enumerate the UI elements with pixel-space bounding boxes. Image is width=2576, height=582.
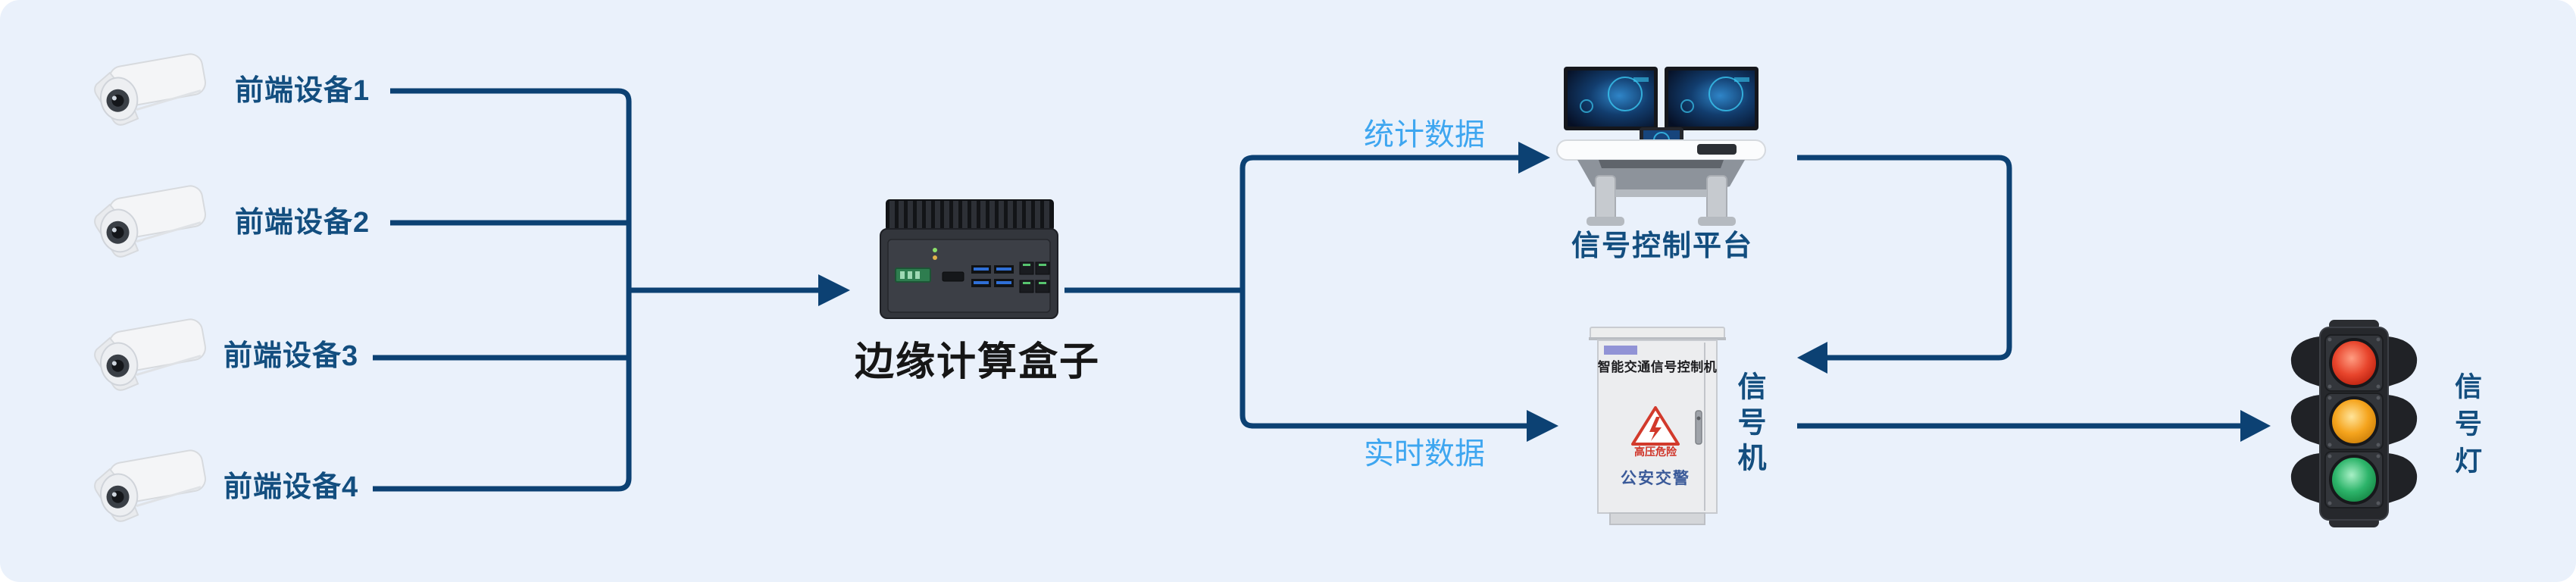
signal-controller-label: 信号机 — [1733, 371, 1765, 478]
arrowhead-into-edge-box — [818, 274, 850, 306]
splitter-to-cabinet-line — [1240, 290, 1527, 429]
traffic-light-icon — [2282, 318, 2426, 529]
platform-feedback-loop-line — [1797, 155, 2012, 361]
bus-device1-to-device4 — [373, 88, 632, 492]
camera-icon-2 — [85, 180, 217, 267]
front-device-3-label: 前端设备3 — [224, 340, 359, 372]
camera-icon-3 — [85, 313, 217, 400]
front-device-2-label: 前端设备2 — [235, 207, 370, 239]
edge-computer-icon — [870, 196, 1068, 328]
front-device-1-label: 前端设备1 — [235, 75, 370, 107]
stats-flow-label: 统计数据 — [1364, 118, 1485, 152]
camera-icon-4 — [85, 444, 217, 531]
cabinet-title-text: 智能交通信号控制机 — [1597, 360, 1718, 374]
control-desk-icon — [1553, 62, 1769, 230]
splitter-to-platform-line — [1240, 155, 1518, 290]
edge-box-label: 边缘计算盒子 — [854, 340, 1100, 384]
platform-label: 信号控制平台 — [1571, 230, 1753, 262]
arrowhead-into-cabinet — [1527, 410, 1558, 442]
signal-cabinet-icon — [1587, 321, 1727, 527]
arrowhead-into-platform — [1518, 142, 1550, 174]
arrowhead-into-traffic-light — [2240, 410, 2271, 442]
traffic-light-label: 信号灯 — [2451, 372, 2482, 483]
cabinet-warning-text: 高压危险 — [1634, 446, 1677, 458]
front-device-4-label: 前端设备4 — [224, 471, 359, 503]
cabinet-agency-text: 公安交警 — [1621, 470, 1690, 487]
arrowhead-feedback-left — [1797, 342, 1827, 374]
camera-icon-1 — [85, 48, 217, 135]
realtime-flow-label: 实时数据 — [1364, 437, 1485, 471]
